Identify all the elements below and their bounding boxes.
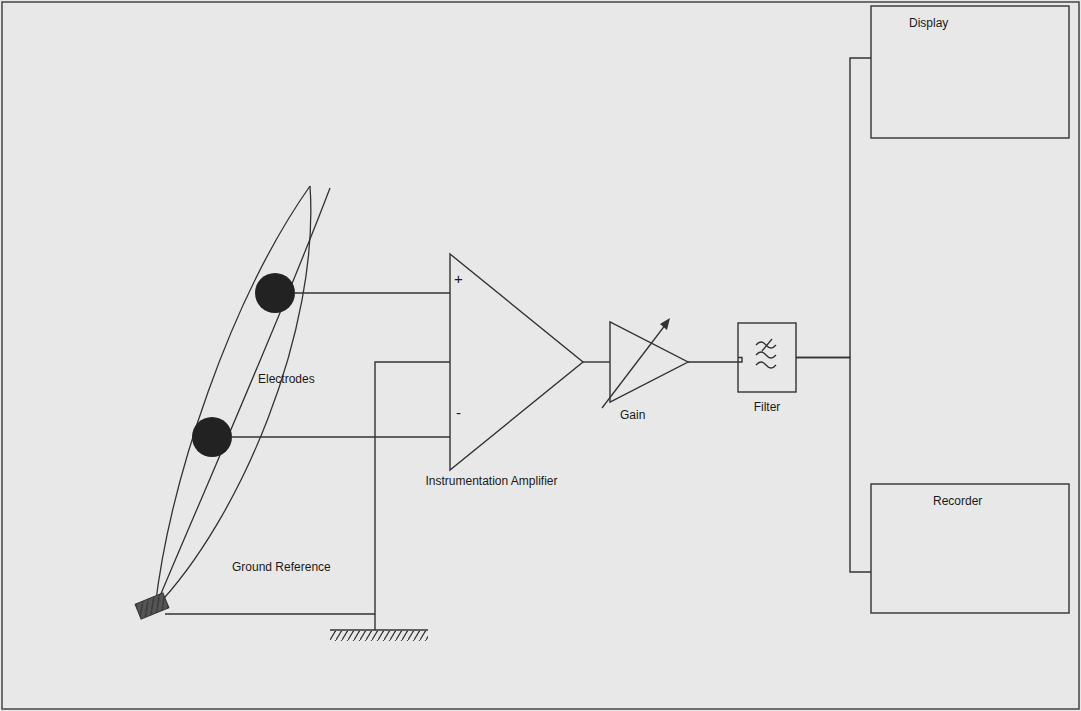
- ground-symbol: [330, 631, 428, 641]
- muscle-outline: [155, 186, 330, 608]
- electrode: [192, 417, 232, 457]
- part-label: Electrodes: [258, 372, 315, 386]
- signal-wire: [688, 358, 742, 363]
- node-label: Filter: [738, 400, 796, 414]
- electrode: [255, 273, 295, 313]
- signal-wire: [583, 362, 610, 363]
- node-label: Gain: [620, 408, 645, 422]
- node-label: Display: [909, 16, 948, 30]
- signal-wire: [796, 58, 871, 358]
- recorder-box: Recorder: [871, 484, 1069, 613]
- gain-triangle: Gain: [610, 322, 688, 402]
- filter-box: Filter: [738, 323, 796, 392]
- terminal-sign: -: [456, 404, 461, 422]
- terminal-sign: +: [454, 270, 463, 288]
- node-shape: [871, 6, 1069, 138]
- signal-wire: [796, 358, 871, 573]
- part-label: Ground Reference: [232, 560, 331, 574]
- node-label: Recorder: [933, 494, 982, 508]
- node-shape: [400, 254, 583, 470]
- node-shape: [610, 322, 688, 402]
- node-shape: [738, 323, 796, 392]
- ground-electrode: [135, 593, 169, 619]
- amplifier-triangle: Instrumentation Amplifier: [400, 254, 583, 470]
- wires: [165, 293, 450, 630]
- display-box: Display: [871, 6, 1069, 138]
- node-label: Instrumentation Amplifier: [400, 474, 583, 488]
